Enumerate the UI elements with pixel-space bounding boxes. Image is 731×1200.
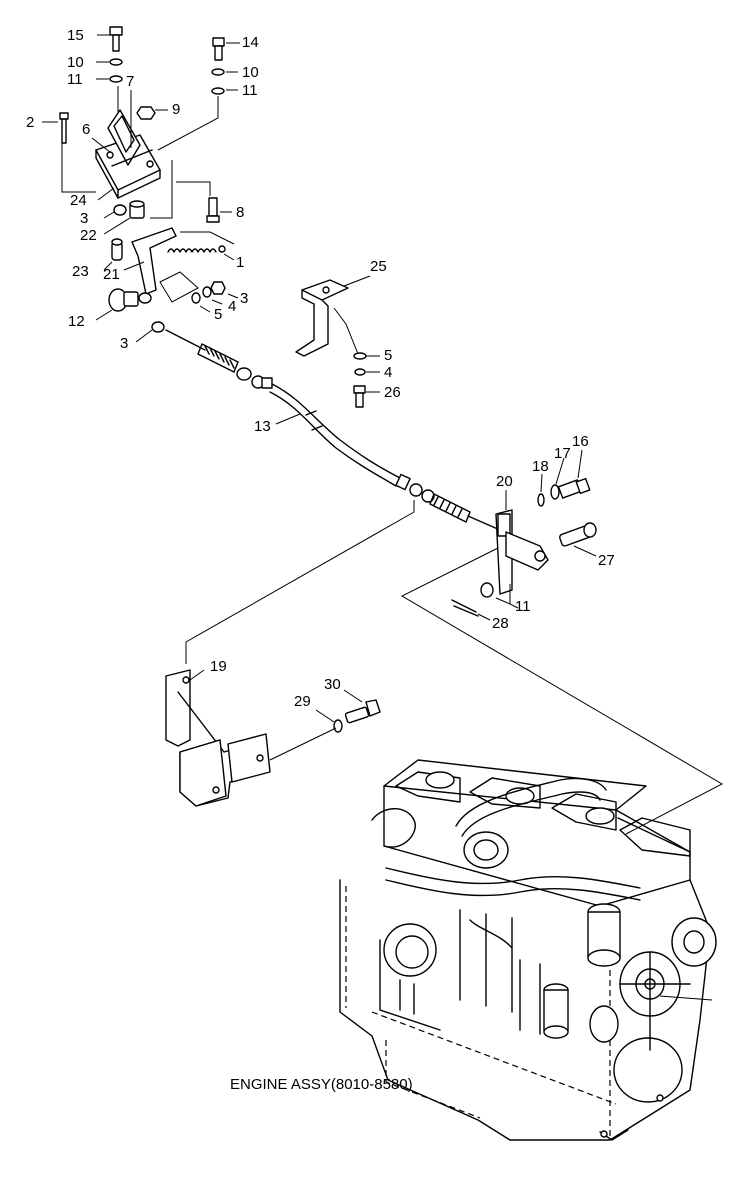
callout-23: 23 [72, 263, 89, 280]
engine-assembly [339, 759, 717, 1141]
washer-5a [191, 292, 201, 304]
callout-29: 29 [294, 693, 311, 710]
callout-leaders [42, 34, 597, 723]
callout-30: 30 [324, 676, 341, 693]
leader-lever-to-engine [400, 547, 724, 835]
callout-10: 10 [67, 54, 84, 71]
callout-14: 14 [242, 34, 259, 51]
engine-assy-label: ENGINE ASSY(8010-8580) [230, 1076, 413, 1093]
control-lever-bracket-group [59, 26, 235, 304]
lever-20-assembly [451, 477, 597, 617]
pin-27 [558, 522, 597, 547]
callout-13: 13 [254, 418, 271, 435]
washer-10a [109, 58, 123, 66]
bolt-2 [59, 112, 69, 144]
lever-bracket-plate [95, 109, 161, 199]
callout-20: 20 [496, 473, 513, 490]
callout-3: 3 [240, 290, 248, 307]
spring-1 [167, 245, 226, 253]
callout-9: 9 [172, 101, 180, 118]
bracket-25 [295, 279, 367, 408]
cotter-pin-28 [451, 599, 479, 617]
callout-27: 27 [598, 552, 615, 569]
callout-26: 26 [384, 384, 401, 401]
lever-21 [131, 227, 177, 295]
callout-8: 8 [236, 204, 244, 221]
joint-23 [111, 238, 123, 261]
callout-1: 1 [236, 254, 244, 271]
leader-cable-to-bracket19 [185, 500, 415, 664]
callout-labels: 15 14 10 10 11 7 11 9 2 6 24 8 3 22 1 23… [26, 27, 615, 710]
callout-3: 3 [80, 210, 88, 227]
washer-29 [333, 719, 343, 733]
bolt-15 [109, 26, 123, 52]
callout-15: 15 [67, 27, 84, 44]
callout-28: 28 [492, 615, 509, 632]
nut-3b [210, 281, 226, 295]
washer-11b [211, 87, 225, 95]
bolt-8 [206, 197, 220, 223]
callout-22: 22 [80, 227, 97, 244]
leader-bracket19-to-bolt [269, 727, 337, 761]
washer-17 [550, 484, 560, 500]
washer-11c [480, 582, 494, 598]
bolt-14 [212, 37, 225, 61]
washer-18 [537, 493, 545, 507]
callout-25: 25 [370, 258, 387, 275]
callout-19: 19 [210, 658, 227, 675]
callout-11: 11 [67, 71, 83, 88]
callout-6: 6 [82, 121, 90, 138]
callout-17: 17 [554, 445, 571, 462]
callout-10: 10 [242, 64, 259, 81]
bolt-16 [557, 477, 591, 499]
nut-9 [136, 106, 156, 120]
callout-11: 11 [242, 82, 258, 99]
bushing-22 [129, 200, 145, 219]
callout-2: 2 [26, 114, 34, 131]
callout-4: 4 [228, 298, 236, 315]
callout-12: 12 [68, 313, 85, 330]
callout-7: 7 [126, 73, 134, 90]
washer-11a [109, 75, 123, 83]
callout-5: 5 [384, 347, 392, 364]
callout-24: 24 [70, 192, 87, 209]
bolt-30 [344, 699, 381, 724]
control-cable-13 [108, 288, 501, 531]
callout-3: 3 [120, 335, 128, 352]
washer-4a [202, 286, 212, 298]
callout-16: 16 [572, 433, 589, 450]
callout-18: 18 [532, 458, 549, 475]
callout-11: 11 [515, 598, 531, 615]
bracket-19 [165, 669, 271, 807]
callout-21: 21 [103, 266, 120, 283]
callout-4: 4 [384, 364, 392, 381]
nut-3c [151, 321, 165, 333]
nut-3a [113, 204, 127, 216]
callout-5: 5 [214, 306, 222, 323]
washer-10b [211, 68, 225, 76]
cable-end-12 [108, 288, 152, 312]
